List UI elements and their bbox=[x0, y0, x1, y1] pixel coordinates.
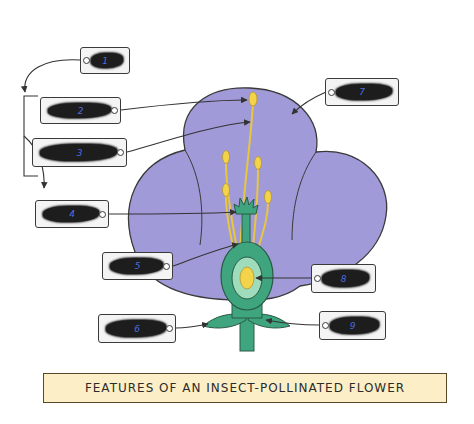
label-tag: 7 bbox=[325, 78, 399, 106]
label-tag: 4 bbox=[35, 200, 109, 228]
label-tag: 6 bbox=[98, 314, 176, 343]
tag-hole bbox=[99, 211, 106, 218]
label-tag: 1 bbox=[80, 47, 130, 74]
ovule bbox=[240, 267, 254, 289]
callout-number: 2 bbox=[41, 106, 120, 115]
tag-hole bbox=[328, 89, 335, 96]
tag-hole bbox=[314, 275, 321, 282]
anthers bbox=[223, 92, 272, 204]
callout-number: 6 bbox=[99, 324, 175, 333]
tag-hole bbox=[83, 57, 90, 64]
label-tag: 8 bbox=[311, 264, 376, 293]
tag-hole bbox=[111, 107, 118, 114]
stamens bbox=[226, 104, 268, 258]
label-tag: 3 bbox=[32, 138, 127, 167]
label-tag: 9 bbox=[319, 311, 386, 340]
stigma bbox=[234, 197, 258, 214]
style bbox=[242, 212, 250, 245]
callout-number: 5 bbox=[103, 262, 172, 271]
leader-lines bbox=[24, 60, 326, 328]
petal-edge bbox=[292, 152, 316, 240]
label-tag: 2 bbox=[40, 97, 121, 124]
petal-edge bbox=[185, 150, 202, 245]
ovary bbox=[221, 242, 273, 310]
callout-number: 9 bbox=[320, 321, 385, 330]
caption-band: FEATURES OF AN INSECT-POLLINATED FLOWER bbox=[43, 373, 447, 403]
tag-hole bbox=[322, 322, 329, 329]
caption: FEATURES OF AN INSECT-POLLINATED FLOWER bbox=[85, 381, 405, 395]
callout-number: 1 bbox=[81, 56, 129, 65]
callout-number: 4 bbox=[36, 210, 108, 219]
tag-hole bbox=[117, 149, 124, 156]
callout-number: 8 bbox=[312, 274, 375, 283]
petal bbox=[129, 88, 387, 300]
callout-number: 3 bbox=[33, 148, 126, 157]
label-tag: 5 bbox=[102, 252, 173, 280]
callout-number: 7 bbox=[326, 88, 398, 97]
tag-hole bbox=[166, 325, 173, 332]
tag-hole bbox=[163, 263, 170, 270]
